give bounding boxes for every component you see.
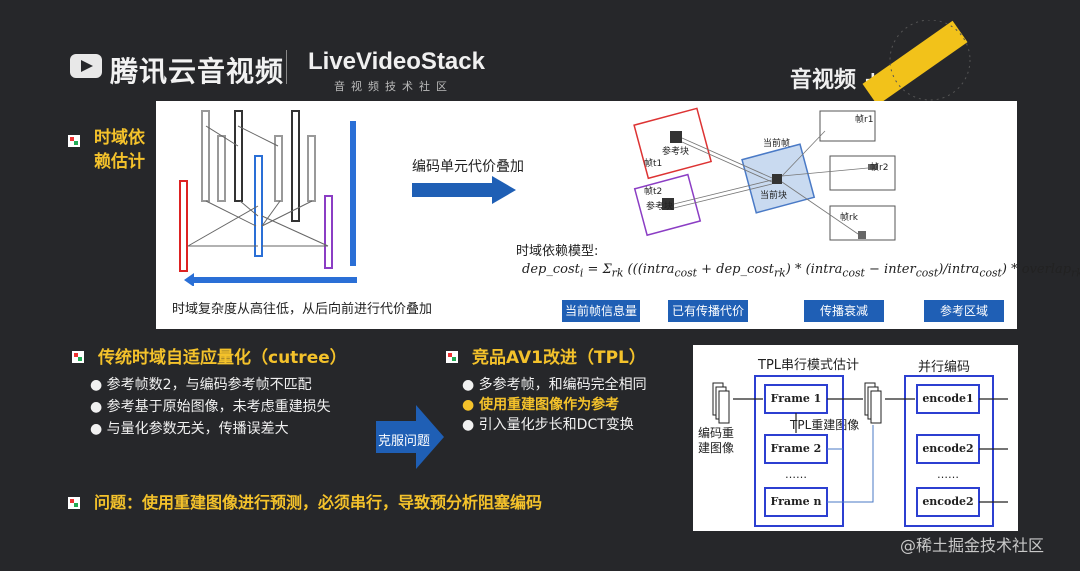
svg-text:帧r1: 帧r1 (855, 113, 873, 125)
brand-name: 腾讯云音视频 (110, 55, 285, 88)
frame-1: Frame 1 (770, 392, 822, 405)
arrow-label: 编码单元代价叠加 (412, 159, 524, 175)
recon-label-2: TPL重建图像 (790, 416, 860, 433)
tpl-title-left: TPL串行模式估计 (758, 358, 860, 373)
overcome-label: 克服问题 (378, 434, 431, 449)
encode-n: encode2 (922, 495, 974, 508)
lvs-title: LiveVideoStack (308, 48, 485, 75)
overcome-arrow-icon (376, 405, 444, 469)
formula: dep_costi = Σrk (((intracost + dep_costr… (522, 262, 1080, 280)
model-label: 时域依赖模型: (516, 244, 599, 259)
tag-propagation-decay: 传播衰减 (804, 300, 884, 322)
svg-text:帧r2: 帧r2 (870, 161, 888, 173)
header-divider (286, 50, 287, 84)
frame-n: Frame n (770, 495, 822, 508)
svg-text:参考块: 参考块 (662, 145, 689, 157)
frame-2: Frame 2 (770, 442, 822, 455)
left-bullet-2: ● 参考基于原始图像，未考虑重建损失 (90, 399, 331, 415)
tag-propagated-cost: 已有传播代价 (668, 300, 748, 322)
caption-left: 时域复杂度从高往低，从后向前进行代价叠加 (172, 302, 433, 317)
bullet-icon (446, 348, 458, 367)
mid-section-title: 竞品AV1改进（TPL） (472, 348, 646, 368)
svg-text:帧rk: 帧rk (840, 211, 859, 223)
mid-bullet-2: ● 使用重建图像作为参考 (462, 397, 620, 413)
tag-current-info: 当前帧信息量 (562, 300, 640, 322)
bullet-icon (68, 494, 80, 513)
encode-1: encode1 (922, 392, 974, 405)
encode-ellipsis: …… (937, 468, 959, 481)
watermark: @稀土掘金技术社区 (900, 536, 1045, 555)
svg-text:当前帧: 当前帧 (763, 137, 790, 149)
bullet-icon (68, 132, 80, 151)
left-bullet-3: ● 与量化参数无关，传播误差大 (90, 421, 289, 437)
svg-text:当前块: 当前块 (760, 189, 787, 201)
svg-text:帧t1: 帧t1 (644, 157, 662, 169)
recon-label: 编码重建图像 (698, 426, 735, 455)
problem-text: 问题：使用重建图像进行预测，必须串行，导致预分析阻塞编码 (94, 493, 543, 512)
mid-bullet-1: ● 多参考帧，和编码完全相同 (462, 377, 647, 393)
svg-text:参考块: 参考块 (646, 200, 673, 212)
mid-bullet-3: ● 引入量化步长和DCT变换 (462, 417, 634, 433)
svg-text:帧t2: 帧t2 (644, 185, 662, 197)
right-arrow-icon (412, 176, 516, 204)
tpl-diagram-shapes (712, 375, 1008, 527)
lvs-subtitle: 音视频技术社区 (334, 80, 453, 93)
left-section-title: 传统时域自适应量化（cutree） (98, 348, 347, 368)
left-bullet-1: ● 参考帧数2，与编码参考帧不匹配 (90, 377, 312, 393)
tpl-title-right: 并行编码 (918, 360, 971, 375)
tag-reference-region: 参考区域 (924, 300, 1004, 322)
hierarchy-diagram (179, 110, 357, 286)
section-label-temporal: 时域依赖估计 (94, 128, 145, 172)
bullet-icon (72, 348, 84, 367)
frame-ellipsis: …… (785, 468, 807, 481)
encode-2: encode2 (922, 442, 974, 455)
tencent-logo-icon (68, 48, 104, 84)
badge-decoration (830, 19, 980, 110)
frame-reference-diagram: 帧t1 参考块 帧t2 参考块 当前帧 当前块 帧r1 帧r2 帧rk (633, 107, 896, 241)
